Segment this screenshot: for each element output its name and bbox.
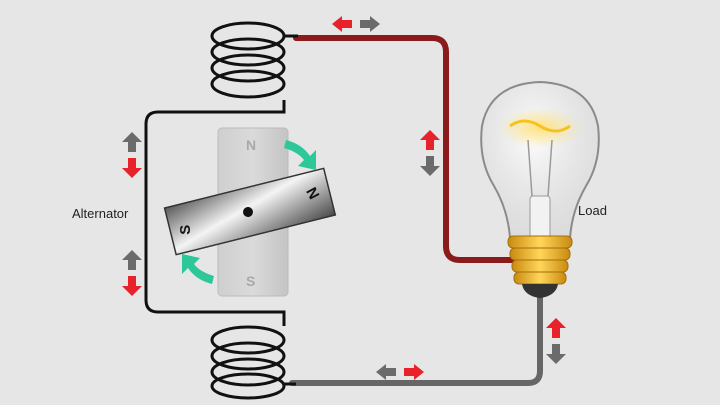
rotor-axle [243, 207, 253, 217]
stator-pole-south: S [246, 273, 255, 289]
alternator-label: Alternator [72, 206, 129, 221]
alternator-loop-wire [144, 100, 286, 326]
bulb-base [507, 235, 573, 298]
bottom-wire [289, 287, 543, 386]
curved-arrow-icon [182, 140, 316, 284]
current-direction-arrow-icon [122, 16, 566, 380]
rotor-pole-south: S [177, 225, 194, 235]
light-bulb-icon [480, 80, 600, 298]
load-label: Load [578, 203, 607, 218]
top-coil [210, 21, 298, 99]
bulb-glow [498, 108, 582, 148]
stator-pole-north: N [246, 137, 256, 153]
top-wire [293, 35, 523, 263]
rotor-magnet: S N [163, 167, 337, 256]
bottom-coil [210, 325, 296, 400]
